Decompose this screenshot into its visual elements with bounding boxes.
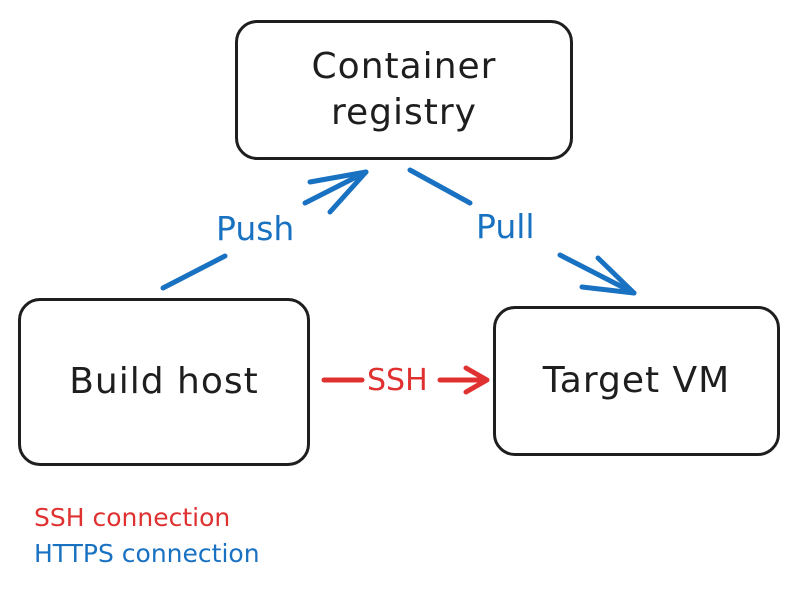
ssh-arrow	[321, 365, 490, 395]
target-vm-node: Target VM	[493, 306, 780, 456]
pull-arrow	[407, 167, 637, 296]
build-host-node: Build host	[18, 298, 310, 466]
build-host-label: Build host	[69, 361, 259, 402]
push-label: Push	[214, 209, 297, 248]
container-registry-node: Container registry	[235, 20, 573, 160]
legend: SSH connection HTTPS connection	[34, 500, 260, 572]
legend-ssh-connection: SSH connection	[34, 503, 231, 532]
ssh-label: SSH	[367, 363, 428, 398]
pull-label: Pull	[474, 207, 537, 246]
push-arrow	[160, 169, 369, 291]
target-vm-label: Target VM	[542, 360, 731, 401]
legend-https-connection: HTTPS connection	[34, 539, 260, 568]
container-registry-label: Container registry	[311, 46, 497, 133]
